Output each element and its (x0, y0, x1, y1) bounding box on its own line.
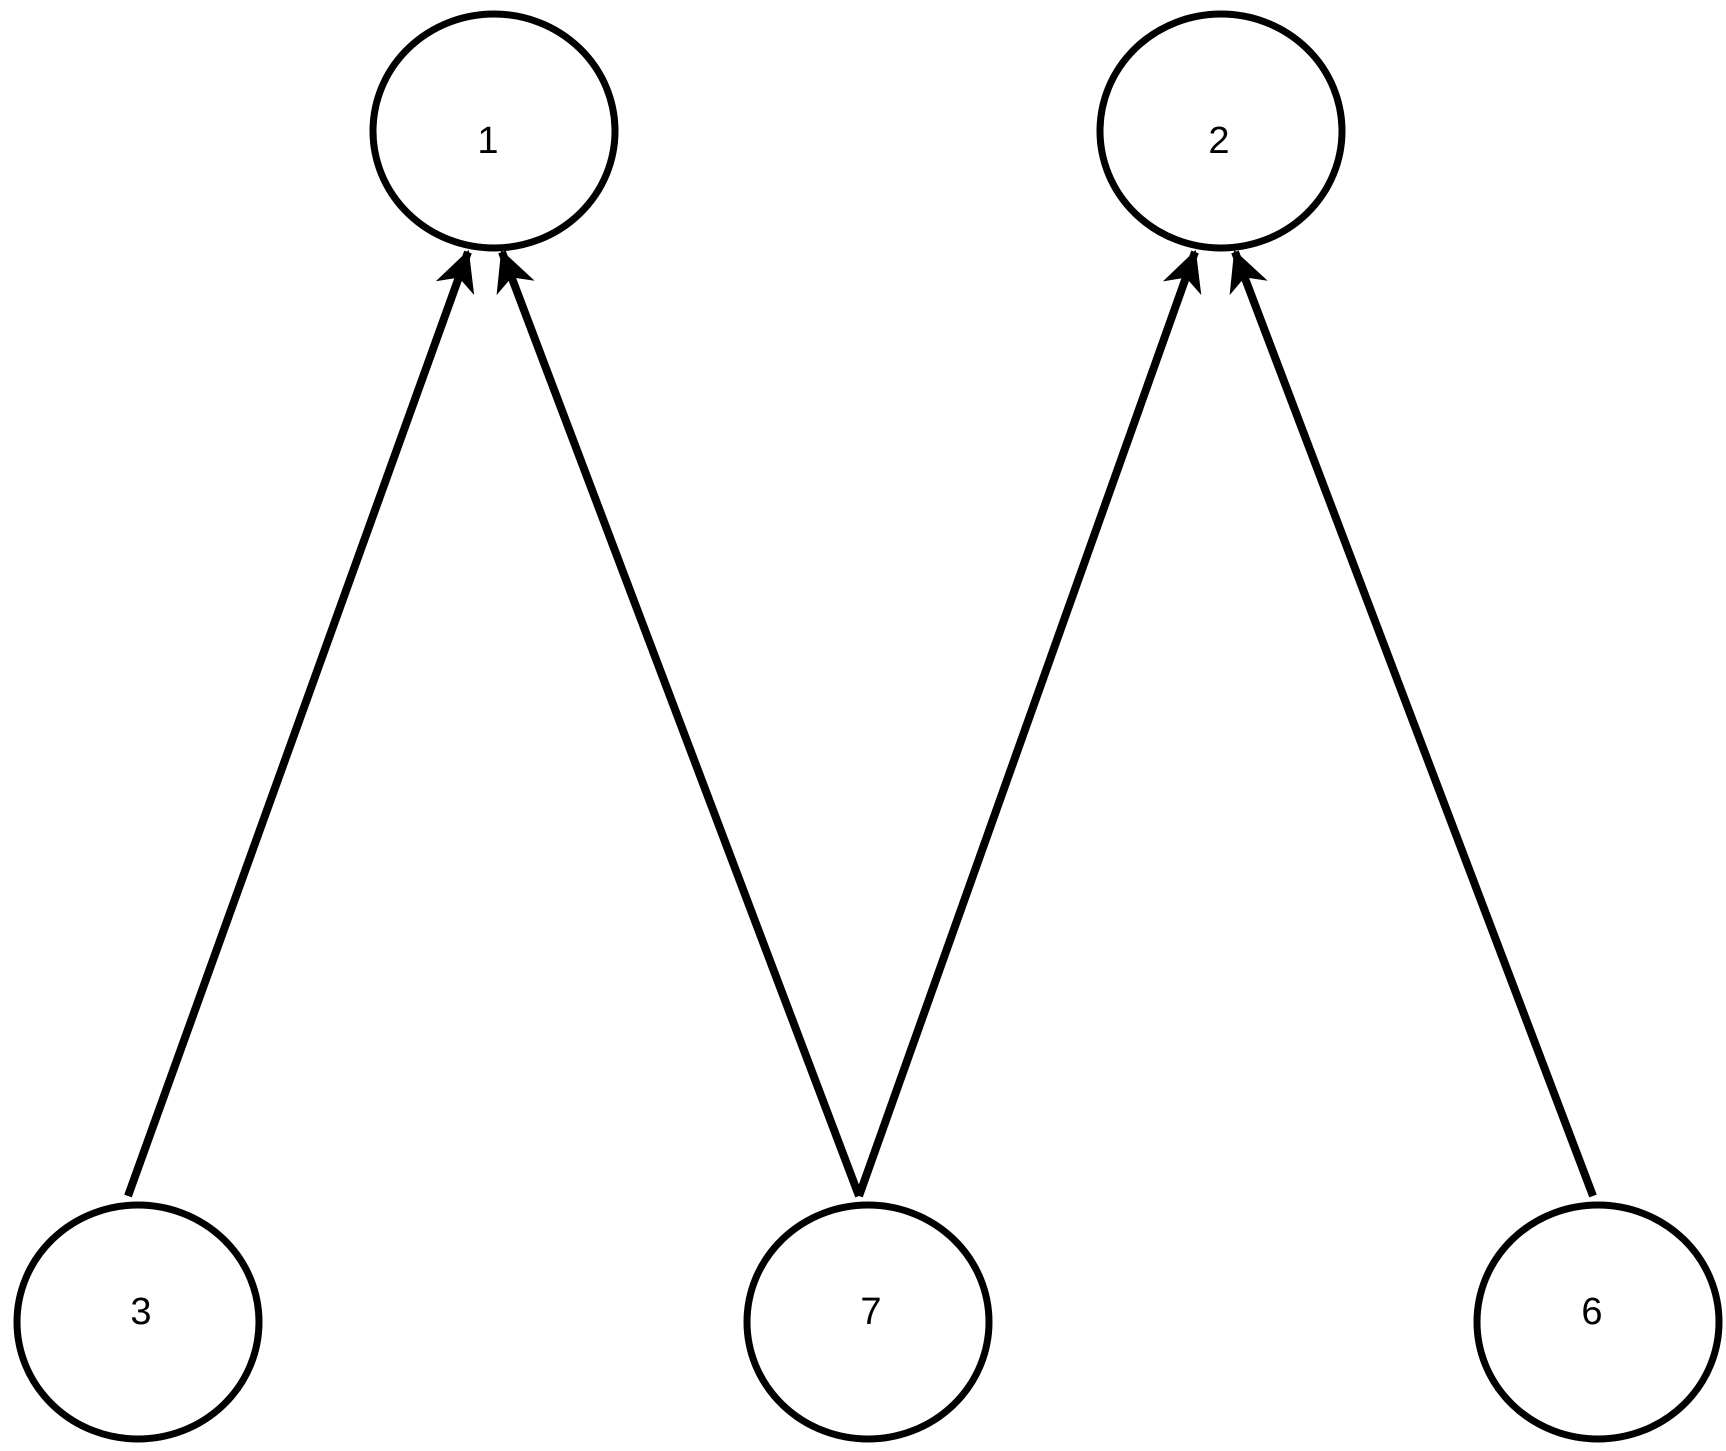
node-6-circle (1473, 1201, 1723, 1443)
node-6[interactable]: 6 (1473, 1201, 1723, 1443)
edges (124, 249, 1597, 1198)
edge-6-to-2 (1229, 249, 1597, 1198)
edge-7-to-2 (855, 249, 1202, 1198)
node-2-label: 2 (1208, 120, 1229, 162)
node-3-circle (13, 1201, 263, 1443)
node-7-circle (743, 1201, 993, 1443)
node-1-circle (369, 10, 619, 252)
node-3[interactable]: 3 (13, 1201, 263, 1443)
node-2[interactable]: 2 (1096, 10, 1346, 252)
node-3-label: 3 (130, 1291, 151, 1333)
node-7[interactable]: 7 (743, 1201, 993, 1443)
node-6-label: 6 (1581, 1291, 1602, 1333)
node-7-label: 7 (860, 1291, 881, 1333)
node-1[interactable]: 1 (369, 10, 619, 252)
edge-7-to-1 (496, 249, 863, 1198)
nodes: 1 2 3 7 6 (13, 10, 1723, 1443)
edge-3-to-1 (124, 249, 475, 1198)
node-1-label: 1 (477, 120, 498, 162)
node-2-circle (1096, 10, 1346, 252)
